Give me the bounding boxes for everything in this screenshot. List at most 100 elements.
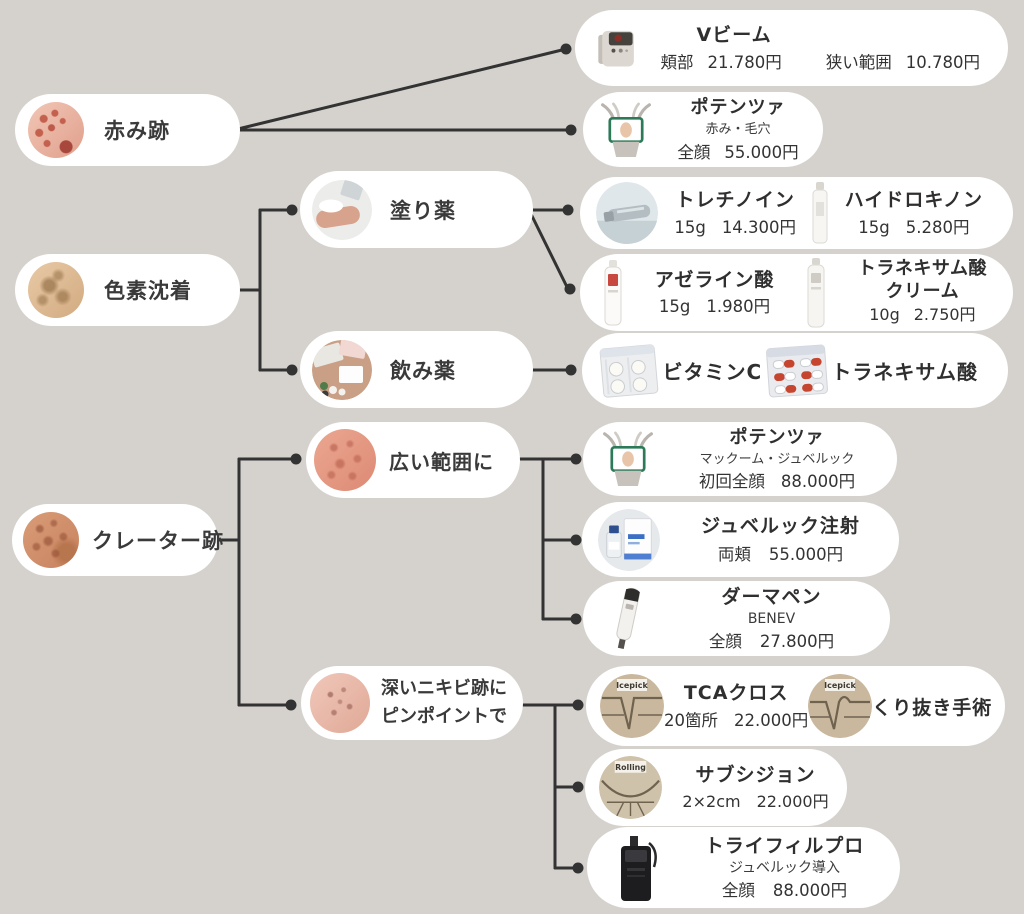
price-label: 狭い範囲 [825, 53, 892, 73]
subcategory-label: 深いニキビ跡に ピンポイントで [381, 675, 507, 731]
tranexamic-blister-icon [765, 344, 828, 397]
price-row: 2×2cm 22.000円 [682, 791, 828, 813]
subcategory-label-line2: ピンポイントで [381, 706, 507, 727]
subcategory-label-line1: 深いニキビ跡に [381, 678, 507, 700]
size-label: 15g [658, 297, 691, 317]
hydroquinone-tube-icon [812, 182, 828, 244]
treatment-card-potenza-crater: ポテンツァ マックーム・ジュベルック 初回全顔 88.000円 [583, 422, 897, 496]
price-row: 両頬 55.000円 [718, 543, 843, 566]
tretinoin-photo [596, 182, 658, 244]
treatment-title: トラネキサム酸 クリーム [858, 258, 987, 303]
treatment-title: ジュベルック注射 [701, 515, 860, 538]
treatment-title: TCAクロス [683, 682, 789, 705]
price-label: 両頬 [717, 544, 751, 564]
tca-photo: Icepick [600, 674, 664, 738]
treatment-title-line1: トラネキサム酸 [857, 258, 987, 280]
size-label: 15g [858, 217, 890, 237]
size-label: 10g [869, 305, 900, 325]
price-row: 20箇所 22.000円 [664, 709, 808, 732]
tretinoin-tube-icon [596, 182, 658, 244]
cream-hand-icon [312, 179, 372, 240]
subcategory-nurigusuri: 塗り薬 [300, 171, 533, 248]
price-value: 5.280円 [905, 217, 970, 237]
juvelook-photo [598, 508, 660, 571]
icepick-badge-label: Icepick [824, 681, 856, 690]
azelaic-tube-icon [604, 259, 622, 325]
price-value: 1.980円 [706, 297, 771, 317]
treatment-subtitle: BENEV [747, 611, 796, 628]
juvelook-vial-box-icon [598, 508, 660, 571]
medicine-table-icon [312, 339, 372, 400]
price-row: 15g 14.300円 [674, 216, 796, 239]
price-row: 頬部 21.780円 狭い範囲 10.780円 [661, 51, 980, 74]
nomigusuri-photo [312, 339, 372, 400]
treatment-title: サブシジョン [695, 763, 816, 786]
treatment-title-line2: クリーム [885, 280, 960, 302]
price-label: 頬部 [660, 53, 694, 73]
treatment-card-icepick: Icepick TCAクロス 20箇所 22.000円 Icepick くり抜き… [586, 666, 1005, 746]
treatment-title: ポテンツァ [729, 426, 825, 448]
dermapen-icon [616, 587, 640, 649]
treatment-subtitle: 赤み・毛穴 [705, 122, 771, 138]
size-label: 15g [674, 217, 706, 237]
icepick-badge-label: Icepick [616, 681, 648, 690]
price-value: 88.000円 [772, 881, 848, 901]
treatment-title: くり抜き手術 [872, 696, 993, 719]
treatment-title: ビタミンC [662, 360, 763, 384]
treatment-title: Vビーム [696, 23, 772, 46]
hiroi-skin-photo [314, 429, 376, 491]
price-value: 27.800円 [759, 632, 835, 652]
treatment-card-subcision: Rolling サブシジョン 2×2cm 22.000円 [585, 749, 847, 826]
subcategory-label: 塗り薬 [390, 198, 456, 223]
tranexamic-cream-tube-icon [807, 257, 825, 327]
price-row: 全顔 88.000円 [722, 879, 847, 902]
price-row: 全顔 27.800円 [709, 630, 834, 653]
price-value: 14.300円 [721, 217, 797, 237]
treatment-title: トレチノイン [675, 189, 795, 212]
treatment-title: ポテンツァ [690, 97, 786, 119]
price-value: 55.000円 [724, 142, 799, 162]
category-shikiso-chinchaku: 色素沈着 [15, 254, 240, 326]
treatment-title: アゼライン酸 [654, 268, 775, 291]
treatment-card-vbeam: Vビーム 頬部 21.780円 狭い範囲 10.780円 [575, 10, 1008, 86]
rolling-badge-label: Rolling [615, 763, 646, 772]
potenza-device-icon [601, 102, 651, 157]
price-row: 15g 5.280円 [858, 216, 969, 239]
treatment-card-juvelook: ジュベルック注射 両頬 55.000円 [582, 502, 899, 577]
subcategory-hiroi-hani: 広い範囲に [306, 422, 520, 498]
icepick-scar-diagram-icon: Icepick [600, 674, 664, 738]
treatment-title: ハイドロキノン [844, 189, 983, 212]
subcategory-nomigusuri: 飲み薬 [300, 331, 533, 408]
price-value: 88.000円 [780, 472, 856, 492]
shikiso-skin-photo [28, 262, 84, 318]
price-row: 初回全顔 88.000円 [699, 470, 855, 493]
category-label: クレーター跡 [92, 529, 224, 553]
vbeam-laser-machine-icon [598, 30, 634, 67]
icepick-scar-diagram-icon: Icepick [808, 674, 873, 738]
price-value: 22.000円 [734, 710, 809, 730]
treatment-title: トライフィルプロ [704, 834, 865, 857]
treatment-title: トラネキサム酸 [831, 360, 978, 384]
fukai-skin-photo [310, 673, 370, 733]
price-label: 20箇所 [664, 710, 718, 730]
price-label: 全顔 [708, 632, 742, 652]
trifill-device-icon [621, 835, 657, 901]
price-row: 10g 2.750円 [869, 304, 975, 326]
price-value: 22.000円 [756, 792, 829, 812]
treatment-card-topical-2: アゼライン酸 15g 1.980円 トラネキサム酸 クリーム 10g 2.750… [580, 254, 1013, 331]
price-label: 2×2cm [682, 792, 741, 812]
treatment-card-potenza-akami: ポテンツァ 赤み・毛穴 全顔 55.000円 [583, 92, 823, 167]
subcision-photo: Rolling [599, 756, 662, 819]
category-label: 色素沈着 [104, 279, 192, 303]
price-label: 全顔 [677, 142, 711, 162]
potenza-device-icon [603, 431, 653, 486]
treatment-subtitle: ジュベルック導入 [728, 860, 841, 877]
treatment-title: ダーマペン [721, 585, 822, 608]
treatment-subtitle: マックーム・ジュベルック [699, 451, 855, 467]
subcategory-fukai-pinpoint: 深いニキビ跡に ピンポイントで [301, 666, 523, 740]
price-value: 2.750円 [913, 305, 976, 325]
subcategory-label: 広い範囲に [389, 449, 494, 474]
treatment-card-dermapen: ダーマペン BENEV 全顔 27.800円 [583, 581, 890, 656]
nurigusuri-photo [312, 179, 372, 240]
